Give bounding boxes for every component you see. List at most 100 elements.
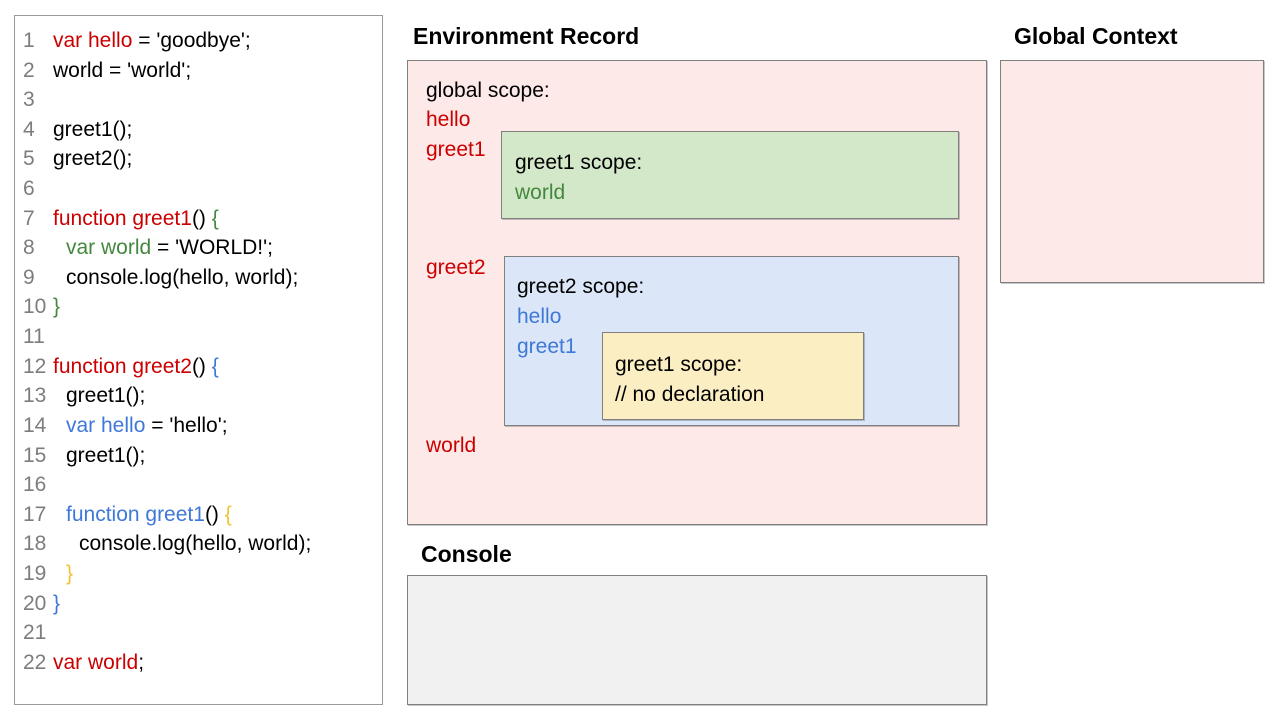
console-title: Console xyxy=(421,541,512,567)
line-number: 1 xyxy=(23,29,35,52)
code-text: var world = 'WORLD!'; xyxy=(53,233,382,263)
line-number: 12 xyxy=(23,354,47,378)
code-line: 11 xyxy=(15,322,382,352)
code-segment-blue: var hello xyxy=(66,413,146,437)
code-line: 10} xyxy=(15,292,382,322)
code-text xyxy=(53,85,382,115)
code-segment-black: () xyxy=(191,206,212,230)
code-text: } xyxy=(53,292,382,322)
line-number: 20 xyxy=(23,591,47,615)
code-line: 1 var hello = 'goodbye'; xyxy=(15,26,382,56)
code-line: 3 xyxy=(15,85,382,115)
greet1-scope-box: greet1 scope: world xyxy=(501,131,959,219)
code-segment-black: ; xyxy=(138,650,145,674)
code-text: var hello = 'hello'; xyxy=(53,411,382,441)
code-segment-green: var world xyxy=(66,236,152,260)
global-scope-label: global scope: xyxy=(426,79,550,102)
greet1-scope-var-world: world xyxy=(515,181,566,204)
greet1-scope-title: greet1 scope: xyxy=(515,151,643,174)
code-text: greet1(); xyxy=(53,381,382,411)
code-text: console.log(hello, world); xyxy=(53,529,382,559)
greet2-scope-box: greet2 scope: hello greet1 greet1 scope:… xyxy=(504,256,959,426)
line-number: 22 xyxy=(23,650,47,674)
code-text: greet1(); xyxy=(53,441,382,471)
code-segment-black: () xyxy=(191,354,212,378)
er-var-greet2: greet2 xyxy=(426,256,486,279)
code-line: 13 greet1(); xyxy=(15,381,382,411)
code-line: 7 function greet1() { xyxy=(15,204,382,234)
code-text xyxy=(53,174,382,204)
line-number: 5 xyxy=(23,147,35,171)
code-segment-blue: } xyxy=(53,591,61,615)
line-number: 13 xyxy=(23,384,47,408)
line-number: 15 xyxy=(23,443,47,467)
environment-record-box: global scope: hello greet1 greet1 scope:… xyxy=(407,60,987,525)
line-number: 14 xyxy=(23,413,47,437)
code-line: 6 xyxy=(15,174,382,204)
line-number: 17 xyxy=(23,502,47,526)
code-line: 21 xyxy=(15,618,382,648)
line-number: 16 xyxy=(23,473,47,497)
code-segment-green: { xyxy=(211,206,219,230)
code-text: function greet2() { xyxy=(53,352,382,382)
line-number: 11 xyxy=(23,325,45,349)
line-number: 9 xyxy=(23,265,35,289)
code-segment-black: greet1(); xyxy=(66,443,146,467)
code-line: 4 greet1(); xyxy=(15,115,382,145)
console-box xyxy=(407,575,987,705)
code-segment-black: console.log(hello, world); xyxy=(66,265,299,289)
line-number: 2 xyxy=(23,58,35,82)
code-text xyxy=(53,322,382,352)
environment-record-title: Environment Record xyxy=(413,23,640,49)
code-segment-red: var world xyxy=(53,650,139,674)
inner-greet1-scope-title: greet1 scope: xyxy=(615,353,743,376)
code-segment-red: function greet2 xyxy=(53,354,192,378)
code-text: function greet1() { xyxy=(53,204,382,234)
code-segment-yellow: } xyxy=(66,561,74,585)
code-line: 15 greet1(); xyxy=(15,441,382,471)
code-segment-black: () xyxy=(204,502,225,526)
code-segment-black: greet1(); xyxy=(53,117,133,141)
code-line: 18 console.log(hello, world); xyxy=(15,529,382,559)
code-segment-black: greet2(); xyxy=(53,147,133,171)
greet2-scope-var-greet1: greet1 xyxy=(517,335,577,358)
code-segment-black: = 'WORLD!'; xyxy=(151,236,273,260)
code-text: function greet1() { xyxy=(53,500,382,530)
code-segment-yellow: { xyxy=(224,502,232,526)
line-number: 3 xyxy=(23,88,35,112)
code-text: world = 'world'; xyxy=(53,56,382,86)
code-text: var hello = 'goodbye'; xyxy=(53,26,382,56)
line-number: 8 xyxy=(23,236,35,260)
code-text: } xyxy=(53,559,382,589)
code-line: 20} xyxy=(15,589,382,619)
inner-greet1-scope-box: greet1 scope: // no declaration xyxy=(602,332,864,420)
code-line: 8 var world = 'WORLD!'; xyxy=(15,233,382,263)
line-number: 7 xyxy=(23,206,35,230)
code-text xyxy=(53,618,382,648)
code-panel: 1 var hello = 'goodbye'; 2 world = 'world';… xyxy=(14,15,383,705)
line-number: 4 xyxy=(23,117,35,141)
line-number: 19 xyxy=(23,561,47,585)
code-text: } xyxy=(53,589,382,619)
code-text xyxy=(53,470,382,500)
global-context-box xyxy=(1000,60,1264,283)
code-segment-black: greet1(); xyxy=(66,384,146,408)
line-number: 18 xyxy=(23,532,47,556)
line-number: 21 xyxy=(23,621,47,645)
code-text: greet2(); xyxy=(53,144,382,174)
code-text: console.log(hello, world); xyxy=(53,263,382,293)
code-segment-blue: { xyxy=(211,354,219,378)
inner-greet1-scope-comment: // no declaration xyxy=(615,383,765,406)
er-var-world: world xyxy=(426,434,477,457)
code-segment-black: = 'hello'; xyxy=(145,413,228,437)
code-segment-black: console.log(hello, world); xyxy=(79,532,312,556)
code-line: 5 greet2(); xyxy=(15,144,382,174)
code-segment-blue: function greet1 xyxy=(66,502,205,526)
greet2-scope-var-hello: hello xyxy=(517,305,562,328)
er-var-greet1: greet1 xyxy=(426,138,486,161)
